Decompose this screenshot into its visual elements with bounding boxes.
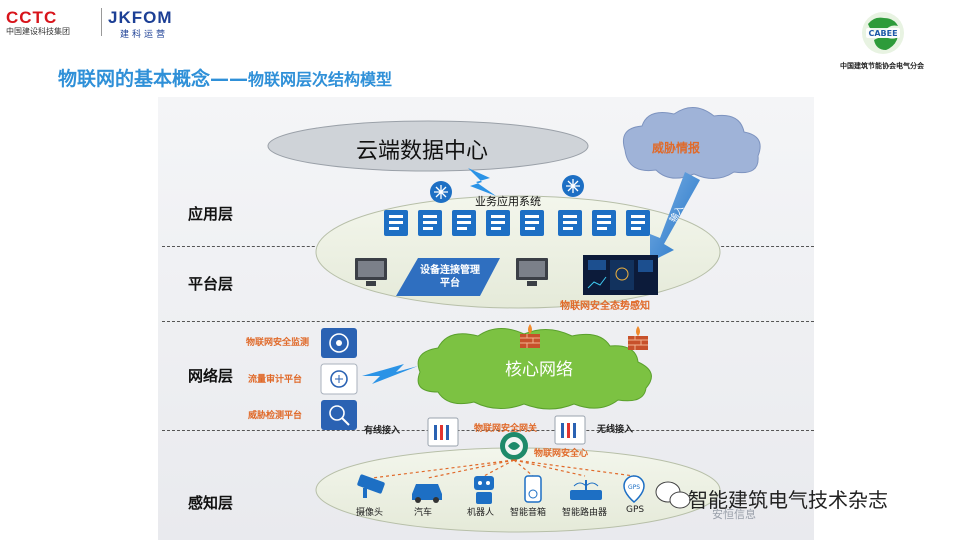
traffic-audit-icon — [320, 363, 358, 395]
input-arrow — [650, 172, 700, 262]
device-links — [371, 459, 635, 479]
monitor-icon — [516, 258, 548, 286]
threat-intel-cloud — [622, 107, 761, 179]
application-icons — [384, 210, 650, 236]
wired-gateway-icon — [427, 417, 459, 447]
document-icon — [558, 210, 582, 236]
document-icon — [520, 210, 544, 236]
robot-icon — [474, 476, 494, 504]
svg-text:GPS: GPS — [628, 484, 640, 491]
document-icon — [626, 210, 650, 236]
device-label-smart-router: 智能路由器 — [562, 508, 608, 518]
device-label-gps: GPS — [626, 505, 645, 515]
layer-label-platform: 平台层 — [188, 275, 234, 293]
jkfom-logo: JKFOM — [108, 8, 173, 27]
device-platform-label: 设备连接管理平台 — [420, 265, 480, 289]
watermark-subtext: 安恒信息 — [712, 508, 756, 521]
situation-dashboard-icon — [583, 255, 658, 295]
iot-security-center-label: 物联网安全心 — [534, 449, 589, 459]
layer-separator — [162, 321, 814, 322]
cloud-data-center-label: 云端数据中心 — [356, 139, 489, 164]
layer-separator — [162, 430, 814, 431]
wechat-icon — [655, 481, 691, 509]
device-label-camera: 摄像头 — [356, 508, 384, 518]
threat-detect-icon — [321, 400, 357, 430]
wireless-gateway-icon — [554, 415, 586, 445]
threat-intel-label: 威胁情报 — [652, 141, 701, 155]
wireless-access-label: 无线接入 — [597, 425, 634, 435]
core-network-cloud — [417, 328, 652, 410]
cctc-logo: CCTC — [6, 8, 58, 27]
layer-label-application: 应用层 — [188, 205, 234, 223]
title-sub: 物联网层次结构模型 — [248, 70, 393, 89]
document-icon — [452, 210, 476, 236]
situation-awareness-label: 物联网安全态势感知 — [560, 301, 650, 312]
car-icon — [412, 484, 442, 503]
router-icon — [430, 181, 452, 203]
cabee-logo: CABEE — [862, 12, 904, 54]
smart-router-icon — [570, 480, 602, 500]
smart-speaker-icon — [524, 475, 542, 503]
security-center-icon — [500, 432, 528, 460]
traffic-audit-label: 流量审计平台 — [248, 375, 303, 385]
gps-icon: GPS — [623, 475, 645, 503]
device-platform-shape — [396, 258, 500, 296]
layer-label-network: 网络层 — [188, 367, 234, 385]
device-label-smart-speaker: 智能音箱 — [510, 508, 547, 518]
business-system-label: 业务应用系统 — [475, 195, 541, 208]
firewall-icon — [520, 324, 540, 348]
jkfom-logo-subtitle: 建科运营 — [120, 30, 169, 40]
document-icon — [592, 210, 616, 236]
device-label-car: 汽车 — [414, 508, 433, 518]
security-monitor-icon — [321, 328, 357, 358]
logo-divider — [101, 8, 102, 36]
cabee-logo-text: CABEE — [868, 29, 897, 38]
firewall-icon — [628, 326, 648, 350]
device-label-robot: 机器人 — [467, 508, 495, 518]
cloud-data-center-ellipse — [267, 120, 589, 172]
title-main: 物联网的基本概念—— — [58, 68, 249, 90]
cabee-organization: 中国建筑节能协会电气分会 — [840, 62, 924, 70]
wired-access-label: 有线接入 — [364, 426, 401, 436]
document-icon — [384, 210, 408, 236]
core-network-label: 核心网络 — [505, 360, 573, 380]
cctc-logo-subtitle: 中国建设科技集团 — [6, 27, 70, 36]
document-icon — [486, 210, 510, 236]
lightning-bolt-icon — [468, 168, 496, 196]
security-monitor-label: 物联网安全监测 — [246, 338, 310, 348]
monitor-icon — [355, 258, 387, 286]
camera-icon — [357, 474, 385, 498]
threat-detect-label: 威胁检测平台 — [248, 411, 303, 421]
iot-gateway-label: 物联网安全网关 — [474, 424, 538, 434]
document-icon — [418, 210, 442, 236]
router-icon — [562, 175, 584, 197]
watermark-text: 智能建筑电气技术杂志 — [688, 488, 888, 512]
network-lightning-icon — [362, 364, 418, 384]
page-title: 物联网的基本概念——物联网层次结构模型 — [58, 64, 392, 91]
layer-label-perception: 感知层 — [188, 494, 234, 512]
